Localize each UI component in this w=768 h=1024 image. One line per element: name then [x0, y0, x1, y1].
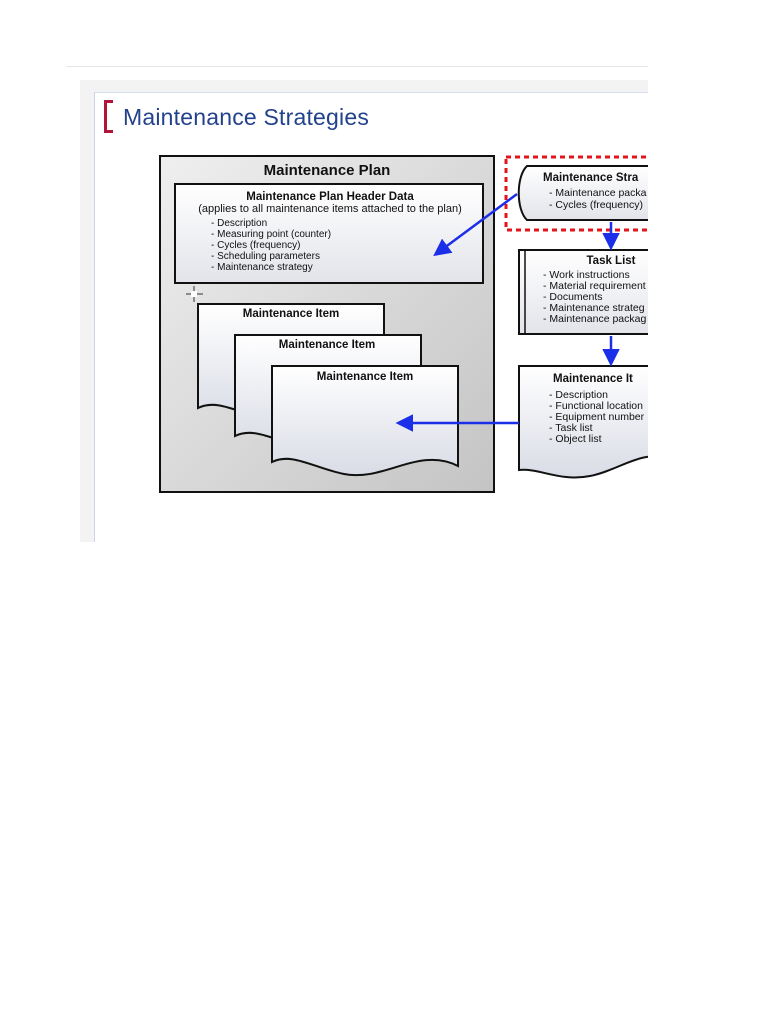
strategy-bullet: - Maintenance packa — [549, 187, 647, 199]
maintenance-item-label: Maintenance Item — [279, 339, 376, 351]
maintenance-item-detail-title: Maintenance It — [553, 373, 633, 385]
maintenance-item-label: Maintenance Item — [317, 371, 414, 383]
maintenance-item-detail-document — [518, 365, 648, 479]
maintenance-item-label: Maintenance Item — [243, 308, 340, 320]
plan-header-bullet: - Maintenance strategy — [211, 262, 313, 273]
arrow-strategy-to-header — [433, 192, 518, 257]
plan-header-bullet: - Cycles (frequency) — [211, 240, 300, 251]
item-detail-bullet: - Object list — [549, 433, 602, 445]
task-list-box — [518, 249, 648, 335]
item-detail-bullet: - Functional location — [549, 400, 643, 412]
task-list-bullet: - Documents — [543, 291, 603, 303]
plan-header-data-box — [174, 183, 484, 284]
slide-title: Maintenance Strategies — [123, 104, 370, 130]
plan-header-bullet: - Scheduling parameters — [211, 251, 320, 262]
maintenance-strategy-box — [517, 165, 648, 221]
title-bracket-icon — [104, 100, 113, 133]
maintenance-item-document — [271, 365, 459, 477]
item-detail-bullet: - Equipment number — [549, 411, 645, 423]
crosshair-cursor-icon — [186, 286, 203, 302]
plan-header-bullet: - Description — [211, 218, 267, 229]
task-list-bullet: - Maintenance packag — [543, 313, 646, 325]
page-top-border — [66, 66, 648, 67]
maintenance-strategy-title: Maintenance Stra — [543, 172, 639, 184]
task-list-bullet: - Material requirement — [543, 280, 646, 292]
strategy-bullet: - Cycles (frequency) — [549, 199, 643, 211]
plan-header-bullet: - Measuring point (counter) — [211, 229, 331, 240]
item-detail-bullet: - Description — [549, 389, 608, 401]
plan-header-subtitle: (applies to all maintenance items attach… — [198, 203, 462, 215]
plan-header-title: Maintenance Plan Header Data — [246, 191, 414, 203]
maintenance-plan-title: Maintenance Plan — [264, 162, 391, 179]
task-list-title: Task List — [587, 255, 636, 267]
item-detail-bullet: - Task list — [549, 422, 593, 434]
task-list-bullet: - Maintenance strateg — [543, 302, 645, 314]
task-list-bullet: - Work instructions — [543, 269, 630, 281]
